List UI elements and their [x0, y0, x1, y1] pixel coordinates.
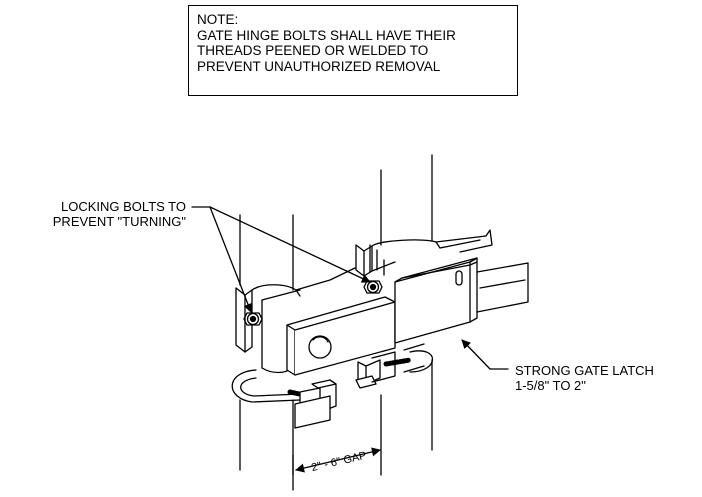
note-line-1: GATE HINGE BOLTS SHALL HAVE THEIR: [197, 27, 456, 43]
left-post: [239, 214, 294, 476]
note-line-2: THREADS PEENED OR WELDED TO: [197, 43, 429, 58]
locking-bolt-right: [363, 280, 383, 294]
left-clamp: [235, 267, 356, 374]
gate-latch-line-2: 1-5/8" TO 2": [515, 378, 586, 393]
locking-bolts-line-1: LOCKING BOLTS TO: [61, 199, 186, 214]
locking-bolts-callout: LOCKING BOLTS TO PREVENT "TURNING": [53, 199, 186, 229]
gate-latch-leader: [461, 339, 509, 370]
lower-clamp-plate: [294, 351, 396, 429]
locking-bolts-line-2: PREVENT "TURNING": [52, 214, 186, 229]
gap-dimension: [292, 447, 381, 491]
latch-handle: [469, 261, 529, 313]
note-heading: NOTE:: [197, 12, 239, 27]
u-bolt-right: [355, 343, 434, 389]
gate-latch-callout: STRONG GATE LATCH 1-5/8" TO 2": [515, 363, 654, 393]
gate-strap: [369, 244, 385, 276]
right-post: [380, 154, 433, 476]
latch-bar: [286, 296, 396, 376]
gap-label: 2" - 6" GAP: [310, 450, 367, 474]
latch-plate: [394, 257, 478, 344]
note-box: NOTE: GATE HINGE BOLTS SHALL HAVE THEIR …: [188, 5, 518, 96]
note-line-3: PREVENT UNAUTHORIZED REMOVAL: [197, 58, 441, 74]
locking-bolts-leader: [191, 206, 371, 313]
gate-latch-line-1: STRONG GATE LATCH: [515, 363, 654, 378]
locking-bolt-left: [243, 312, 263, 326]
